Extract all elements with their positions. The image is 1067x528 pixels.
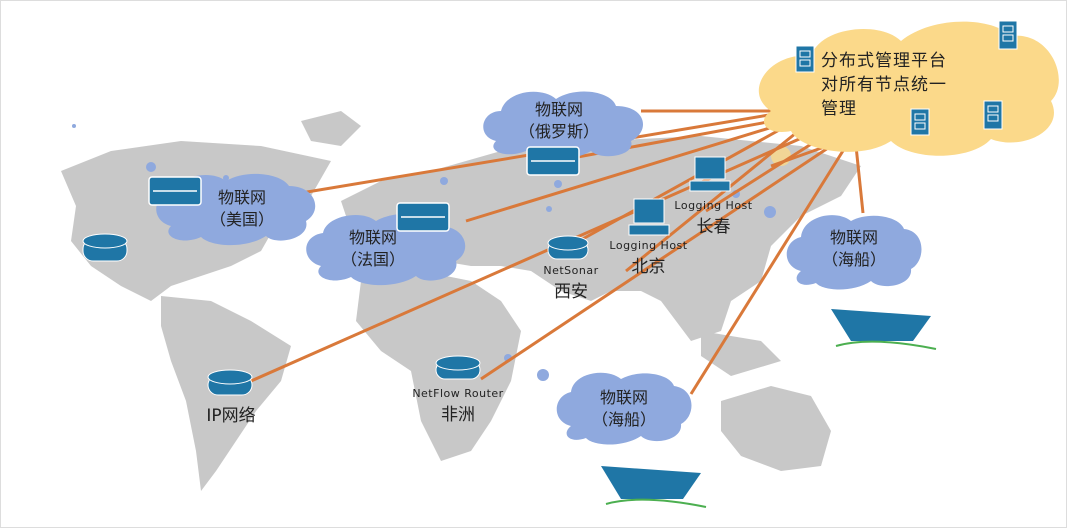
cloud-label-usa: 物联网 （美国） <box>197 187 287 231</box>
ships <box>601 309 937 508</box>
node-beijing: Logging Host 北京 <box>601 239 696 277</box>
cloud-title: 物联网 <box>217 188 266 207</box>
links <box>250 109 865 395</box>
router-icon-africa <box>435 355 481 380</box>
device-label: NetSonar <box>543 264 599 277</box>
node-ip-network: IP网络 <box>206 406 256 426</box>
routers <box>82 233 589 396</box>
node-xian: NetSonar 西安 <box>531 264 611 302</box>
cloud-subtitle: （俄罗斯） <box>518 122 599 141</box>
node-changchun: Logging Host 长春 <box>666 199 761 237</box>
cloud-title: 物联网 <box>599 388 648 407</box>
server-icon <box>795 45 815 73</box>
router-icon-ip <box>207 369 253 396</box>
cloud-title: 物联网 <box>348 228 397 247</box>
switch-icon-usa <box>148 176 202 206</box>
city-label: 北京 <box>631 257 666 277</box>
cloud-label-ship-south: 物联网 （海船） <box>579 387 669 431</box>
cloud-subtitle: （美国） <box>209 210 274 229</box>
cloud-label-ship-east: 物联网 （海船） <box>809 227 899 271</box>
cloud-title: 物联网 <box>534 100 583 119</box>
node-africa: NetFlow Router 非洲 <box>403 387 513 425</box>
router-icon-xian <box>547 235 589 260</box>
server-icon <box>910 108 930 136</box>
node-dots <box>72 124 776 381</box>
device-label: Logging Host <box>674 199 753 212</box>
cloud-label-france: 物联网 （法国） <box>328 227 418 271</box>
device-label: Logging Host <box>609 239 688 252</box>
server-icon <box>998 20 1018 50</box>
computer-icon-beijing <box>628 198 670 236</box>
computer-icon-changchun <box>689 156 731 192</box>
switch-icon-france <box>396 202 450 232</box>
continents <box>61 111 861 491</box>
router-icon-usa <box>82 233 128 262</box>
mgmt-line-2: 对所有节点统一 <box>821 75 947 95</box>
cloud-subtitle: （法国） <box>340 250 405 269</box>
switch-icon-russia <box>526 146 580 176</box>
device-label: NetFlow Router <box>412 387 504 400</box>
cloud-subtitle: （海船） <box>591 410 656 429</box>
mgmt-line-1: 分布式管理平台 <box>821 51 947 71</box>
servers <box>795 20 1018 136</box>
cloud-label-russia: 物联网 （俄罗斯） <box>509 99 609 143</box>
switches <box>148 146 580 232</box>
mgmt-line-3: 管理 <box>821 99 857 119</box>
server-icon <box>983 100 1003 130</box>
management-platform-label: 分布式管理平台 对所有节点统一 管理 <box>821 49 947 121</box>
city-label: 西安 <box>554 282 588 302</box>
cloud-title: 物联网 <box>829 228 878 247</box>
iot-clouds <box>156 91 922 445</box>
cloud-subtitle: （海船） <box>821 250 886 269</box>
hosts <box>628 156 731 236</box>
city-label: 非洲 <box>441 405 475 425</box>
city-label: 长春 <box>696 217 731 237</box>
